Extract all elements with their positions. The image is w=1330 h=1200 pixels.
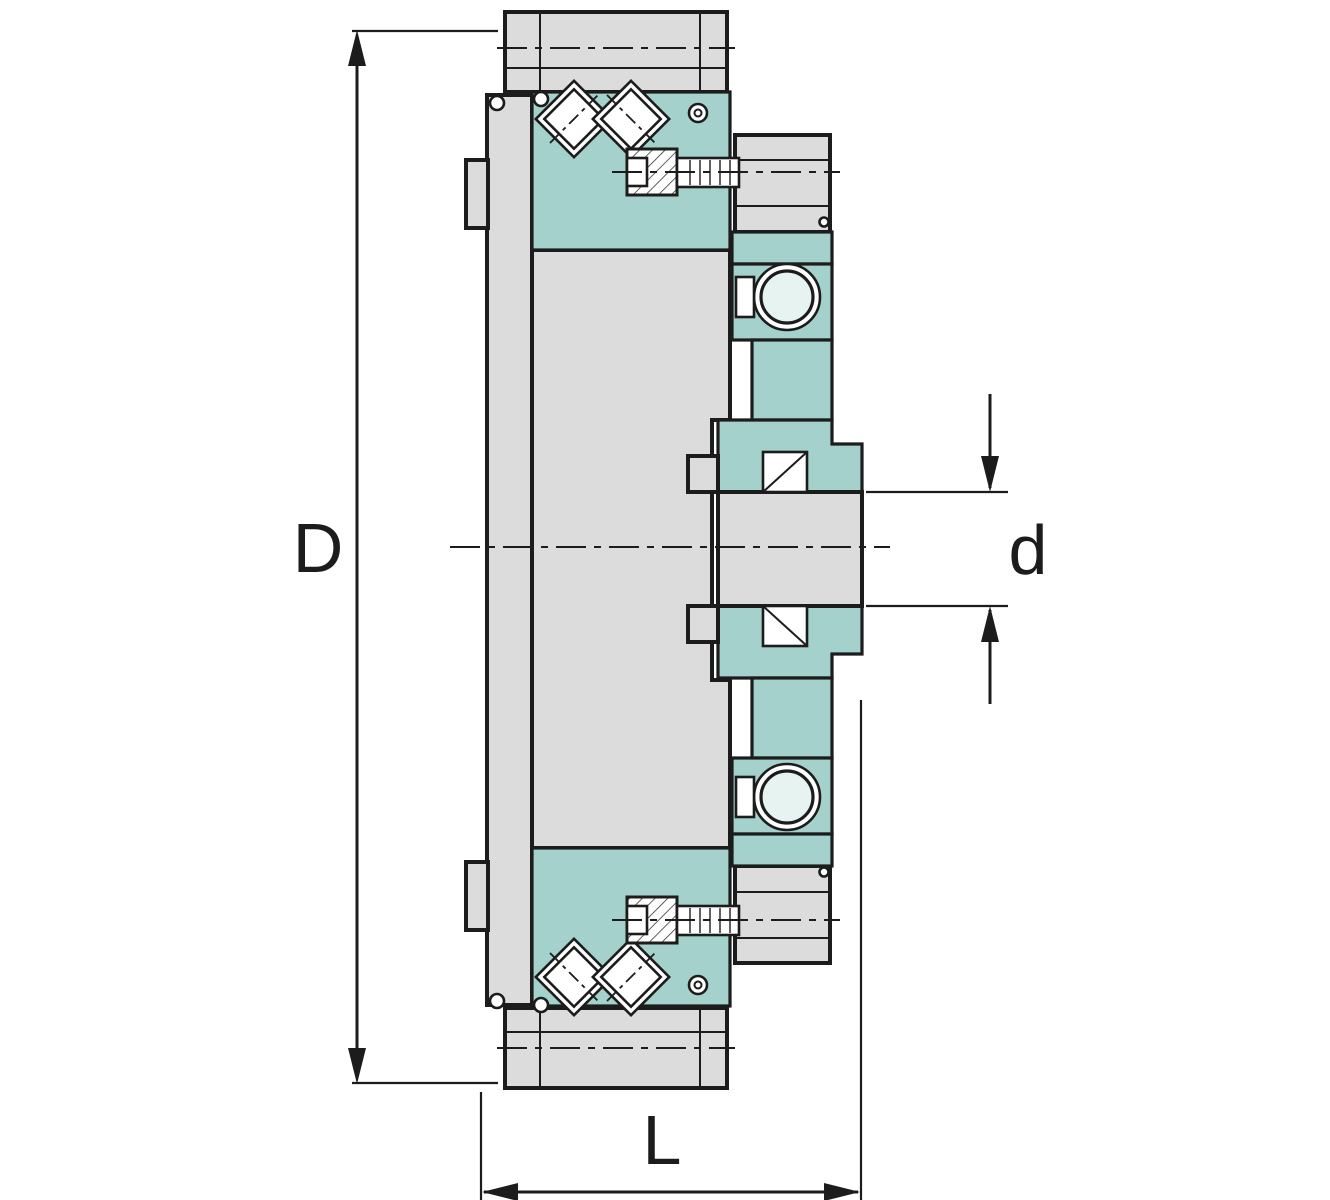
arrow-left-icon — [482, 1183, 518, 1200]
roller-upper-right — [590, 78, 672, 160]
seal-curl-lower — [687, 974, 709, 996]
drive-pin-upper — [686, 454, 720, 494]
roller-axis — [606, 94, 656, 144]
ring-strip-lower — [730, 832, 834, 868]
support-block-upper — [733, 133, 832, 234]
ball-seal — [734, 275, 756, 319]
ball-seal — [734, 775, 756, 819]
o-ring — [488, 992, 506, 1010]
cross-roller-set-upper — [533, 78, 672, 160]
dimension-bore-diameter: d — [866, 394, 1047, 704]
arrow-up-icon — [981, 606, 999, 642]
plate-tab-upper — [464, 158, 490, 230]
support-block-lower — [733, 864, 832, 965]
drive-pin-lower — [686, 604, 720, 644]
seal-notches — [761, 450, 809, 648]
arrow-down-icon — [981, 456, 999, 492]
table-plate — [485, 93, 534, 1007]
o-ring — [532, 90, 550, 108]
roller-axis — [606, 952, 656, 1002]
seal-notch-lower-split — [762, 605, 808, 647]
hub-column-upper — [750, 338, 834, 422]
seals — [488, 90, 830, 1014]
roller-lower-right — [590, 936, 672, 1018]
seal-curl-lower-inner — [693, 980, 703, 990]
hub-column-lower — [750, 676, 834, 760]
arrow-right-icon — [824, 1183, 860, 1200]
ball-bearing-upper — [734, 262, 822, 332]
roller-axis — [549, 952, 599, 1002]
roller-lower-left — [533, 936, 615, 1018]
seal-notch-upper-split — [762, 451, 808, 493]
seal-curl-upper — [687, 102, 709, 124]
roller-axis — [549, 94, 599, 144]
dimension-outer-diameter: D — [293, 29, 498, 1085]
top-flange-block — [503, 10, 729, 94]
bearing-ball — [759, 269, 815, 325]
centerlines — [450, 47, 890, 1049]
arrow-down-icon — [348, 1048, 366, 1084]
shaft — [716, 490, 864, 608]
o-ring — [488, 94, 506, 112]
label-bore-diameter: d — [1009, 511, 1048, 589]
plate-tab-lower — [464, 860, 490, 932]
dimension-width: L — [479, 700, 863, 1200]
o-ring — [532, 996, 550, 1014]
bearing-ball — [759, 769, 815, 825]
seal-curl-upper-inner — [693, 108, 703, 118]
cross-roller-set-lower — [533, 936, 672, 1018]
roller-upper-left — [533, 78, 615, 160]
set-screw-dot-upper — [818, 216, 830, 228]
set-screw-dot-lower — [818, 866, 830, 878]
arrow-up-icon — [348, 30, 366, 66]
outer-ring-and-plate — [464, 10, 832, 1090]
label-outer-diameter: D — [293, 509, 344, 587]
ring-strip-upper — [730, 230, 834, 266]
machining-lines — [505, 12, 830, 1088]
label-width: L — [643, 1101, 682, 1179]
ball-bearing-lower — [734, 762, 822, 832]
bearing-disc — [530, 248, 732, 850]
